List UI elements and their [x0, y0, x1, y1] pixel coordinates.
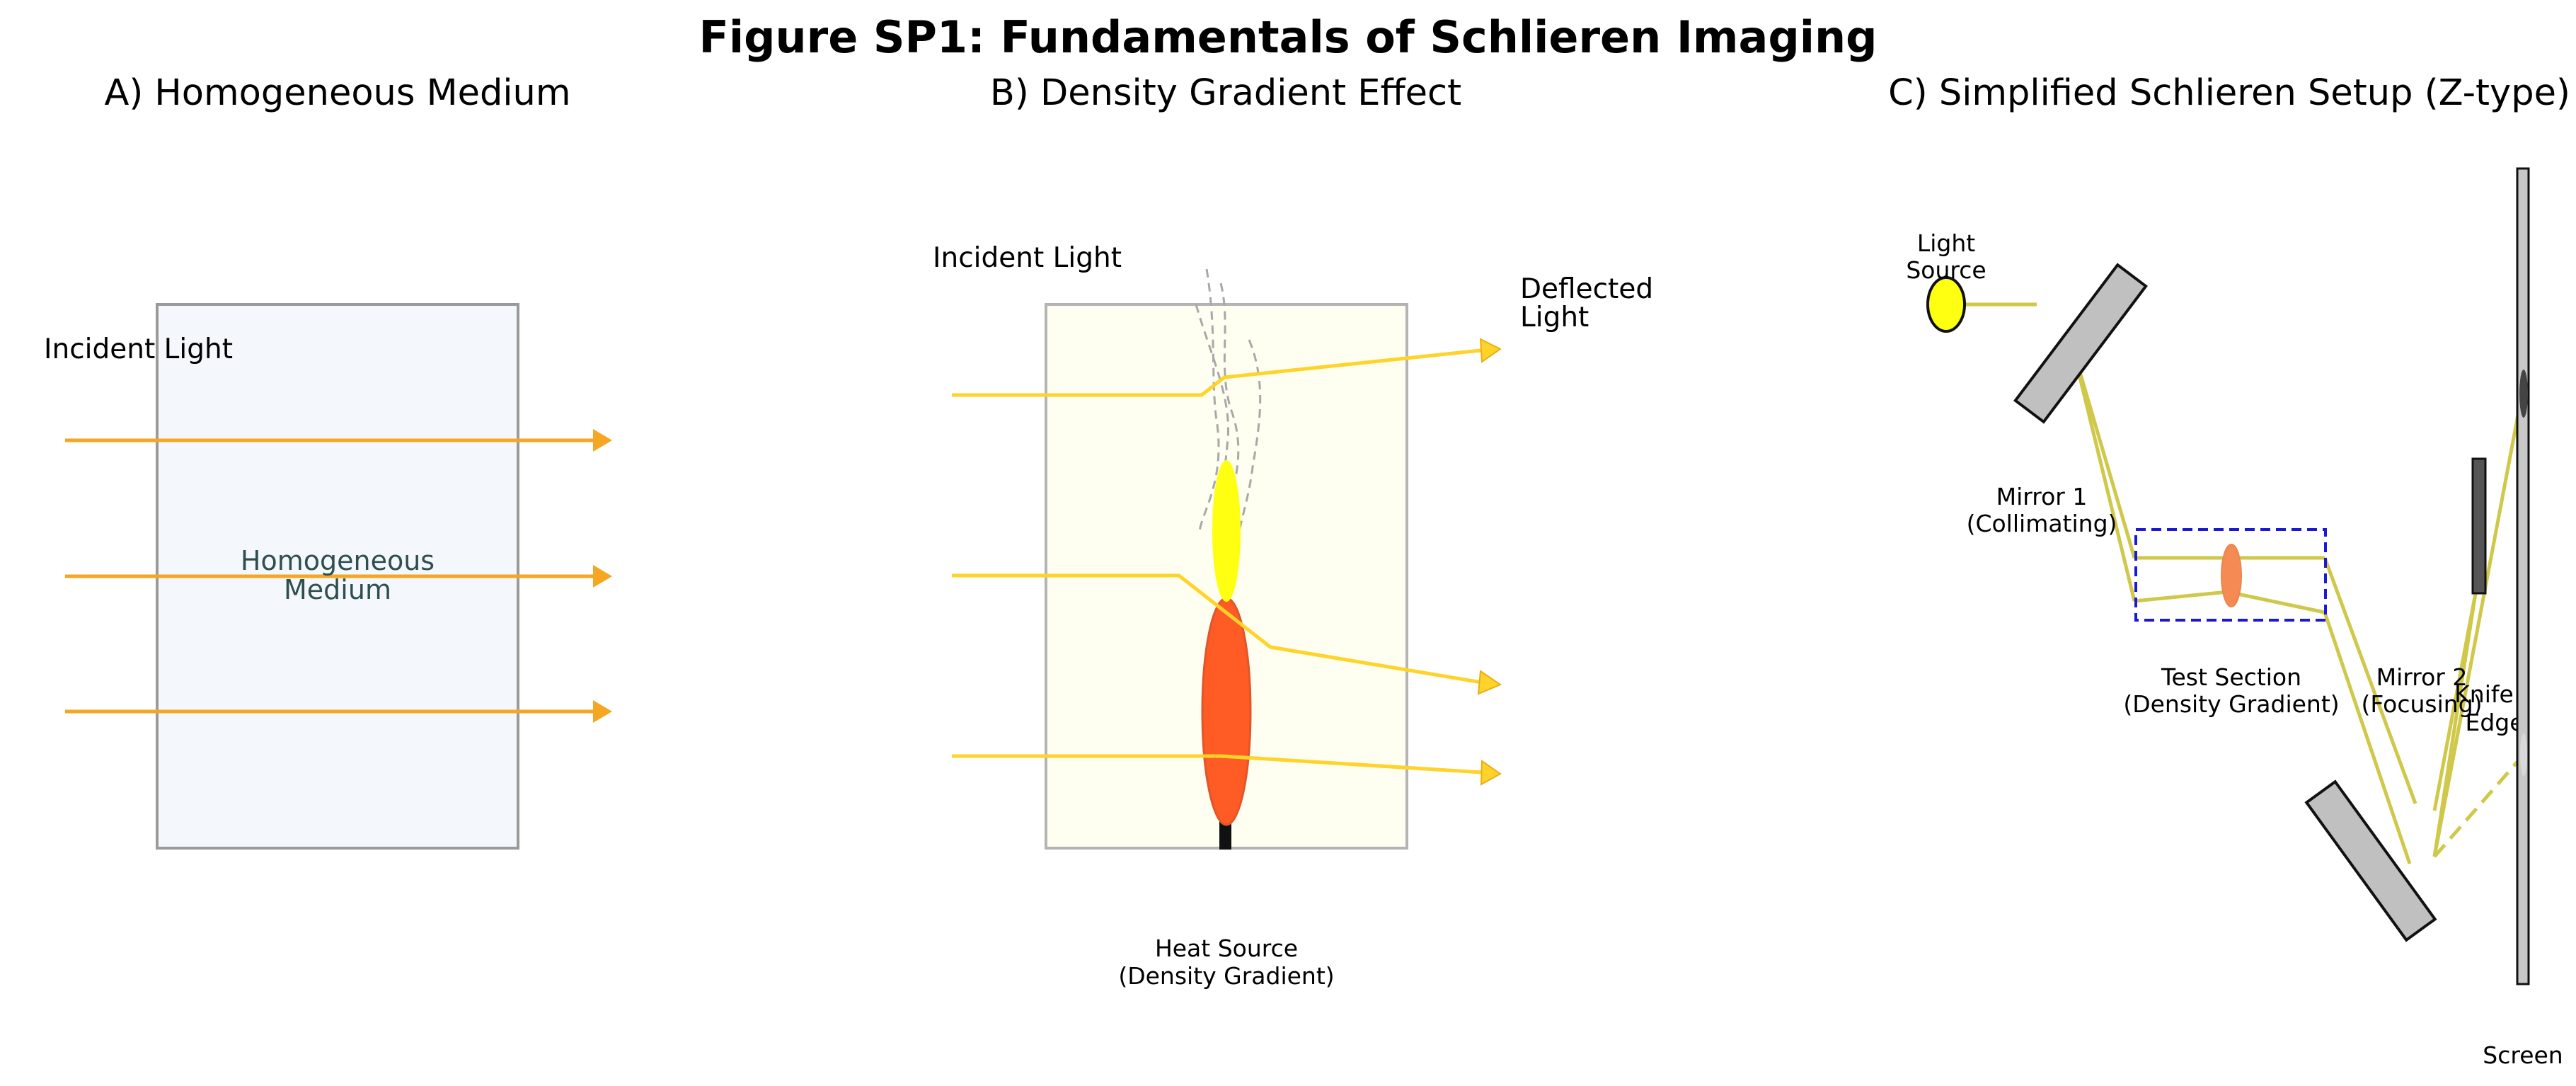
knife-edge-label-line1: Knife — [2454, 680, 2514, 708]
mirror-1-label-line1: Mirror 1 — [1996, 483, 2088, 510]
knife-edge-label-line2: Edge — [2465, 709, 2524, 736]
deflected-light-line2: Light — [1520, 302, 1589, 333]
mirror-2-label-line2: (Focusing) — [2361, 690, 2482, 718]
panel-a-ray-1 — [65, 429, 612, 452]
panel-b-ray-1 — [952, 338, 1502, 397]
flame-core — [1212, 460, 1241, 602]
panel-c-title: C) Simplified Schlieren Setup (Z-type) — [1888, 72, 2570, 114]
panel-b-ray-3 — [952, 754, 1502, 786]
panel-b: B) Density Gradient Effect Incident Ligh — [933, 72, 1653, 990]
knife-edge — [2471, 457, 2487, 595]
panel-a-ray-3 — [65, 700, 612, 723]
panel-a-title: A) Homogeneous Medium — [104, 72, 570, 114]
medium-label-line2: Medium — [284, 574, 391, 605]
figure-title: Figure SP1: Fundamentals of Schlieren Im… — [699, 11, 1878, 63]
panel-a-ray-2 — [65, 565, 612, 588]
mirror-2 — [2304, 779, 2437, 942]
screen-label: Screen — [2483, 1041, 2563, 1069]
test-section-label-line2: (Density Gradient) — [2123, 690, 2339, 718]
light-source-label-line1: Light — [1917, 229, 1975, 257]
test-section-label-line1: Test Section — [2161, 663, 2301, 691]
mirror-1-label-line2: (Collimating) — [1967, 510, 2117, 537]
heat-source-label-line1: Heat Source — [1155, 934, 1298, 962]
flame-outer — [1201, 597, 1252, 826]
panel-a-incident-label: Incident Light — [44, 333, 233, 365]
screen-image-spot-2 — [2520, 733, 2527, 776]
panel-c-light-paths — [1948, 302, 2526, 864]
test-section-gradient — [2221, 544, 2242, 607]
panel-a: A) Homogeneous Medium Incident Light Hom… — [44, 72, 612, 850]
light-source-label-line2: Source — [1906, 256, 1986, 284]
light-source-bulb — [1926, 276, 1966, 333]
heat-source-label-line2: (Density Gradient) — [1118, 962, 1334, 990]
deflected-light-line1: Deflected — [1520, 273, 1653, 305]
mirror-2-label-line1: Mirror 2 — [2376, 663, 2468, 691]
panel-b-incident-label: Incident Light — [933, 242, 1122, 274]
screen-image-spot-1 — [2519, 370, 2528, 418]
test-section-box — [2134, 528, 2327, 622]
panel-c: C) Simplified Schlieren Setup (Z-type) L… — [1888, 72, 2570, 1069]
medium-label-line1: Homogeneous — [241, 545, 435, 576]
screen — [2516, 167, 2530, 985]
mirror-1 — [2013, 263, 2148, 424]
panel-b-title: B) Density Gradient Effect — [990, 72, 1461, 114]
panel-b-ray-2 — [952, 573, 1502, 695]
